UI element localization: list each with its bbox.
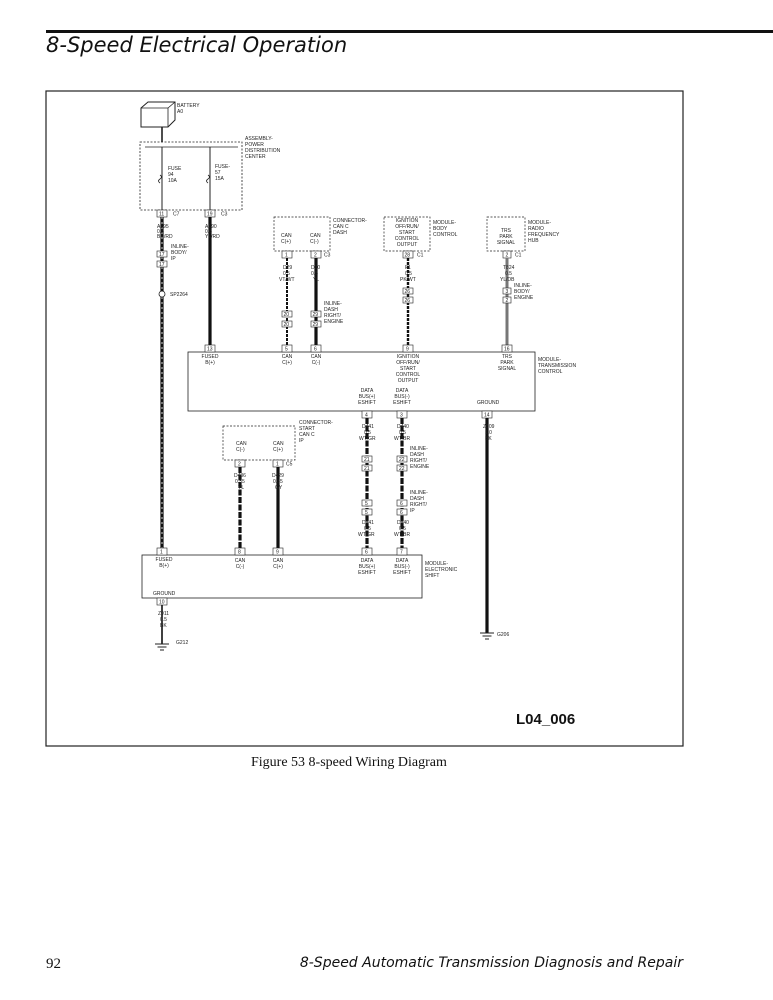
svg-text:INLINE-BODY/IP: INLINE-BODY/IP	[171, 244, 189, 262]
svg-text:INLINE-BODY/ENGINE: INLINE-BODY/ENGINE	[514, 283, 534, 301]
footer-book-title: 8-Speed Automatic Transmission Diagnosis…	[299, 955, 683, 971]
ground-g212-icon	[155, 643, 169, 651]
ground-g206-icon	[480, 632, 494, 640]
ground-pin-label: 10	[159, 600, 165, 606]
ground-g206-label: G206	[497, 632, 509, 638]
figure-caption: Figure 53 8-speed Wiring Diagram	[251, 755, 447, 770]
ground-g212-label: G212	[176, 640, 188, 646]
svg-text:GROUND: GROUND	[477, 400, 500, 406]
svg-text:32: 32	[506, 289, 509, 304]
splice-sp2264	[158, 290, 166, 298]
page-number: 92	[46, 956, 61, 972]
splice-label: SP2264	[170, 292, 188, 298]
page-title: 8-Speed Electrical Operation	[46, 33, 348, 57]
svg-text:2C1: 2C1	[506, 253, 522, 259]
diagram-frame	[45, 90, 684, 747]
svg-text:GROUND: GROUND	[153, 591, 176, 597]
figure-code: L04_006	[516, 711, 575, 728]
title-rule	[46, 30, 773, 33]
